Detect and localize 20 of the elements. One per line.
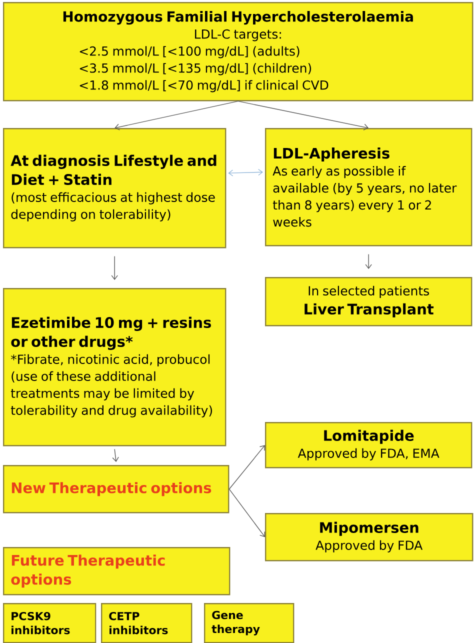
arrow: [365, 254, 372, 269]
arrow: [228, 168, 263, 176]
arrow: [114, 100, 238, 130]
process-box: CETP inhibitors: [101, 603, 192, 643]
process-box: Ezetimibe 10 mg + resins or other drugs* *Fibrate, nicotinic acid, probucol (use of these additional treatments may be limited by tolerability and drug availability): [3, 288, 226, 446]
arrow: [112, 448, 119, 462]
process-box: Lomitapide Approved by FDA, EMA: [264, 422, 472, 468]
arrow: [228, 445, 265, 490]
process-box: Homozygous Familial Hypercholesterolaemia LDL-C targets: <2.5 mmol/L [<100 mg/dL] (adults) <3.5 mmol/L [<135 mg/dL] (children) <1.8 mmol/L [<70 mg/dL] if clinical CVD: [3, 2, 474, 102]
arrow: [238, 100, 369, 130]
arrow: [111, 256, 118, 280]
process-box: Mipomersen Approved by FDA: [264, 513, 474, 562]
arrow: [228, 488, 266, 538]
process-box: PCSK9 inhibitors: [3, 603, 96, 643]
process-box: New Therapeutic options: [3, 465, 230, 514]
process-box: At diagnosis Lifestyle and Diet + Statin (most efficacious at highest dose depending on tolerability): [3, 128, 226, 248]
process-box: Future Therapeutic options: [3, 547, 230, 596]
process-box: LDL-Apheresis As early as possible if available (by 5 years, no later than 8 years) every 1 or 2 weeks: [264, 128, 472, 246]
process-box: In selected patients Liver Transplant: [264, 277, 472, 326]
process-box: Gene therapy: [204, 603, 294, 643]
